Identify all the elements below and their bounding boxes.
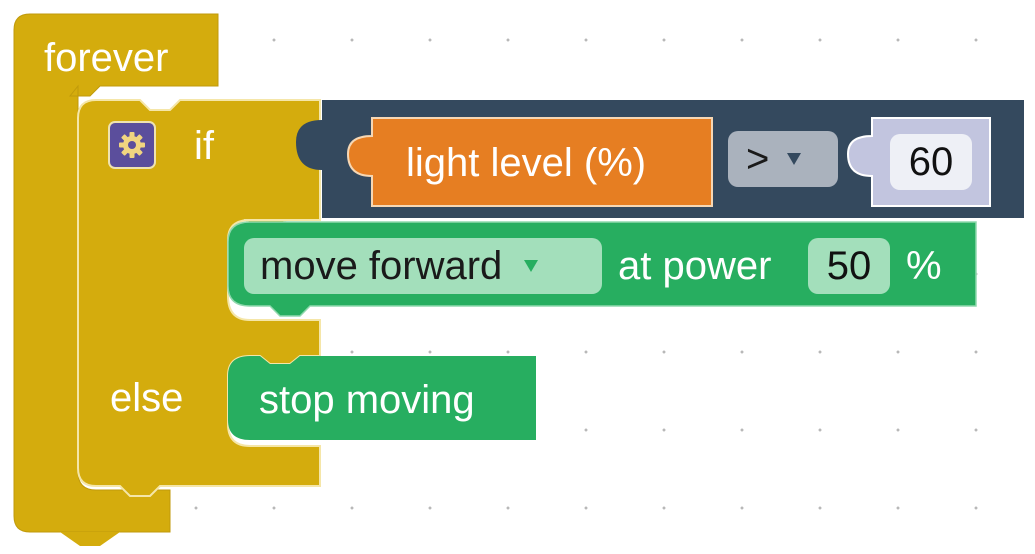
direction-value: move forward xyxy=(260,243,503,288)
light-level-label: light level (%) xyxy=(406,141,647,185)
operator-value: > xyxy=(746,136,770,181)
operator-dropdown[interactable]: > xyxy=(728,131,838,187)
direction-dropdown[interactable]: move forward xyxy=(244,238,602,294)
forever-label: forever xyxy=(44,36,169,80)
gear-icon xyxy=(119,132,145,158)
power-unit-label: % xyxy=(906,244,942,288)
threshold-input[interactable]: 60 xyxy=(890,134,972,190)
else-label: else xyxy=(110,376,184,420)
stop-moving-label: stop moving xyxy=(259,378,475,422)
at-power-label: at power xyxy=(618,244,772,288)
chevron-down-icon xyxy=(524,260,539,272)
settings-button[interactable] xyxy=(108,121,156,169)
chevron-down-icon xyxy=(787,153,802,165)
if-label: if xyxy=(194,124,214,168)
power-input[interactable]: 50 xyxy=(808,238,890,294)
